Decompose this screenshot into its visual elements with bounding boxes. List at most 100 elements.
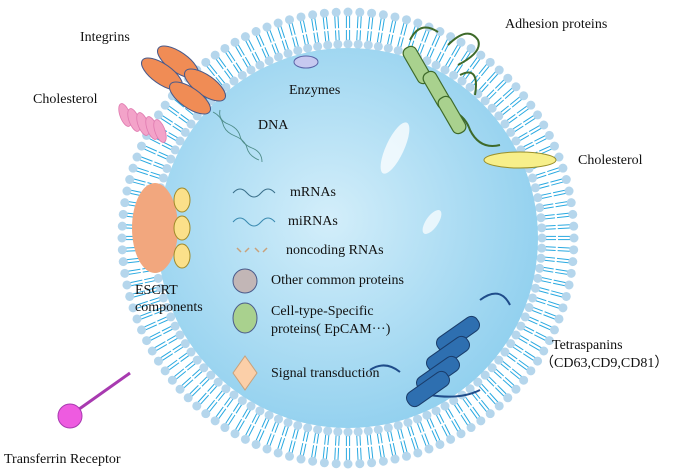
lipid-head bbox=[566, 198, 576, 208]
lipid-tail bbox=[555, 204, 570, 208]
lipid-head bbox=[285, 451, 295, 461]
lipid-head bbox=[308, 456, 318, 466]
lipid-tail bbox=[356, 14, 359, 29]
lipid-head bbox=[296, 454, 306, 464]
lipid-head bbox=[485, 57, 495, 67]
lipid-head bbox=[221, 384, 231, 394]
lipid-tail bbox=[431, 32, 439, 46]
lipid-head bbox=[403, 418, 413, 428]
lipid-head bbox=[333, 39, 343, 49]
lipid-tail bbox=[557, 246, 572, 249]
lipid-tail bbox=[172, 97, 185, 108]
lipid-tail bbox=[152, 341, 166, 350]
lipid-tail bbox=[502, 86, 514, 97]
lipid-tail bbox=[360, 447, 362, 462]
lipid-head bbox=[142, 336, 152, 346]
lipid-tail bbox=[367, 15, 371, 30]
lipid-tail bbox=[497, 385, 508, 396]
lipid-tail bbox=[413, 437, 420, 451]
lipid-head bbox=[353, 427, 363, 437]
lipid-tail bbox=[469, 408, 479, 421]
lipid-tail bbox=[489, 392, 500, 404]
lipid-head bbox=[186, 119, 196, 129]
lipid-tail bbox=[555, 271, 570, 276]
lipid-head bbox=[162, 163, 172, 173]
lipid-head bbox=[485, 409, 495, 419]
lipid-tail bbox=[279, 438, 286, 452]
lipid-tail bbox=[540, 147, 554, 155]
lipid-head bbox=[446, 434, 456, 444]
lipid-tail bbox=[142, 321, 156, 329]
lipid-head bbox=[175, 384, 185, 394]
lipid-tail bbox=[543, 314, 557, 321]
lipid-head bbox=[117, 233, 127, 243]
lipid-head bbox=[456, 429, 466, 439]
lipid-head bbox=[246, 65, 256, 75]
lipid-head bbox=[383, 43, 393, 53]
lipid-head bbox=[519, 375, 529, 385]
lipid-head bbox=[373, 41, 383, 51]
lipid-tail bbox=[158, 350, 172, 360]
lipid-tail bbox=[528, 343, 542, 352]
lipid-tail bbox=[556, 257, 571, 261]
lipid-tail bbox=[154, 343, 168, 352]
lipid-tail bbox=[421, 434, 428, 448]
lipid-head bbox=[343, 7, 353, 17]
label-cholesterol-right: Cholesterol bbox=[578, 153, 643, 168]
lipid-head bbox=[186, 347, 196, 357]
lipid-head bbox=[539, 120, 549, 130]
lipid-tail bbox=[367, 446, 371, 461]
lipid-head bbox=[390, 12, 400, 22]
lipid-tail bbox=[453, 44, 462, 58]
lipid-head bbox=[206, 370, 216, 380]
lipid-tail bbox=[244, 424, 252, 438]
lipid-head bbox=[480, 96, 490, 106]
lipid-head bbox=[132, 152, 142, 162]
lipid-tail bbox=[126, 268, 141, 272]
escrt-icon bbox=[132, 183, 191, 273]
lipid-head bbox=[220, 423, 230, 433]
lipid-head bbox=[503, 393, 513, 403]
lipid-tail bbox=[509, 95, 522, 105]
lipid-head bbox=[255, 60, 265, 70]
lipid-tail bbox=[444, 424, 452, 438]
lipid-tail bbox=[236, 42, 245, 56]
lipid-tail bbox=[234, 418, 243, 432]
label-adhesion-proteins: Adhesion proteins bbox=[505, 17, 608, 32]
lipid-head bbox=[537, 223, 547, 233]
lipid-tail bbox=[441, 425, 449, 439]
lipid-head bbox=[373, 425, 383, 435]
lipid-tail bbox=[410, 438, 417, 452]
lipid-head bbox=[494, 65, 504, 75]
lipid-head bbox=[251, 439, 261, 449]
lipid-head bbox=[449, 396, 459, 406]
lipid-tail bbox=[495, 387, 506, 398]
lipid-tail bbox=[518, 359, 531, 369]
lipid-head bbox=[158, 173, 168, 183]
lipid-tail bbox=[224, 412, 233, 426]
legend-specific-proteins-2: proteins( EpCAM···) bbox=[271, 322, 391, 337]
lipid-head bbox=[511, 82, 521, 92]
lipid-head bbox=[128, 163, 138, 173]
legend-other-proteins-icon bbox=[232, 268, 258, 294]
lipid-head bbox=[487, 103, 497, 113]
lipid-tail bbox=[378, 16, 382, 31]
lipid-head bbox=[413, 18, 423, 28]
lipid-tail bbox=[217, 408, 227, 421]
lipid-head bbox=[303, 43, 313, 53]
lipid-head bbox=[355, 7, 365, 17]
lipid-head bbox=[122, 186, 132, 196]
lipid-tail bbox=[276, 25, 283, 39]
lipid-head bbox=[331, 459, 341, 469]
lipid-head bbox=[117, 245, 127, 255]
legend-noncoding-icon bbox=[236, 247, 268, 253]
lipid-head bbox=[166, 154, 176, 164]
lipid-tail bbox=[534, 134, 548, 142]
lipid-tail bbox=[131, 290, 145, 295]
lipid-tail bbox=[276, 437, 283, 451]
lipid-head bbox=[528, 173, 538, 183]
lipid-head bbox=[175, 330, 185, 340]
lipid-head bbox=[449, 70, 459, 80]
lipid-head bbox=[118, 257, 128, 267]
